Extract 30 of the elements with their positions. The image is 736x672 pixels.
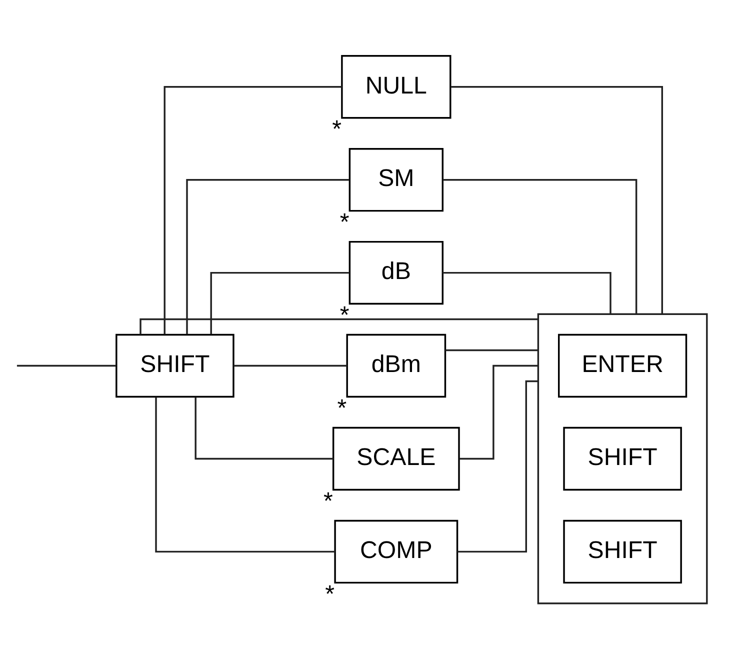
connector: [186, 178, 350, 334]
node-box: NULL: [341, 54, 452, 118]
connector: [210, 271, 350, 334]
node-box: SHIFT: [563, 519, 682, 584]
node-box: dBm: [346, 333, 446, 398]
connector: [164, 86, 342, 334]
node-box: COMP: [334, 519, 458, 584]
cluster: [537, 312, 708, 604]
node-box: SHIFT: [563, 426, 682, 490]
connector: [450, 86, 663, 314]
node-label: *: [323, 488, 333, 514]
connector: [457, 380, 538, 552]
node-box: ENTER: [558, 333, 688, 398]
connector: [443, 178, 638, 314]
node-label: *: [325, 580, 335, 608]
node-box: SHIFT: [116, 333, 234, 398]
node-label: *: [340, 208, 350, 236]
connector: [155, 396, 335, 552]
node-label: *: [340, 302, 350, 329]
node-box: dB: [348, 240, 444, 304]
node-label: *: [332, 116, 342, 143]
node-label: *: [337, 394, 347, 422]
node-box: SCALE: [332, 426, 460, 490]
connector: [16, 364, 116, 366]
connector: [459, 364, 538, 460]
node-box: SM: [348, 147, 444, 212]
connector: [445, 348, 538, 351]
connector: [234, 364, 347, 366]
connector: [194, 396, 334, 460]
connector: [442, 271, 612, 314]
